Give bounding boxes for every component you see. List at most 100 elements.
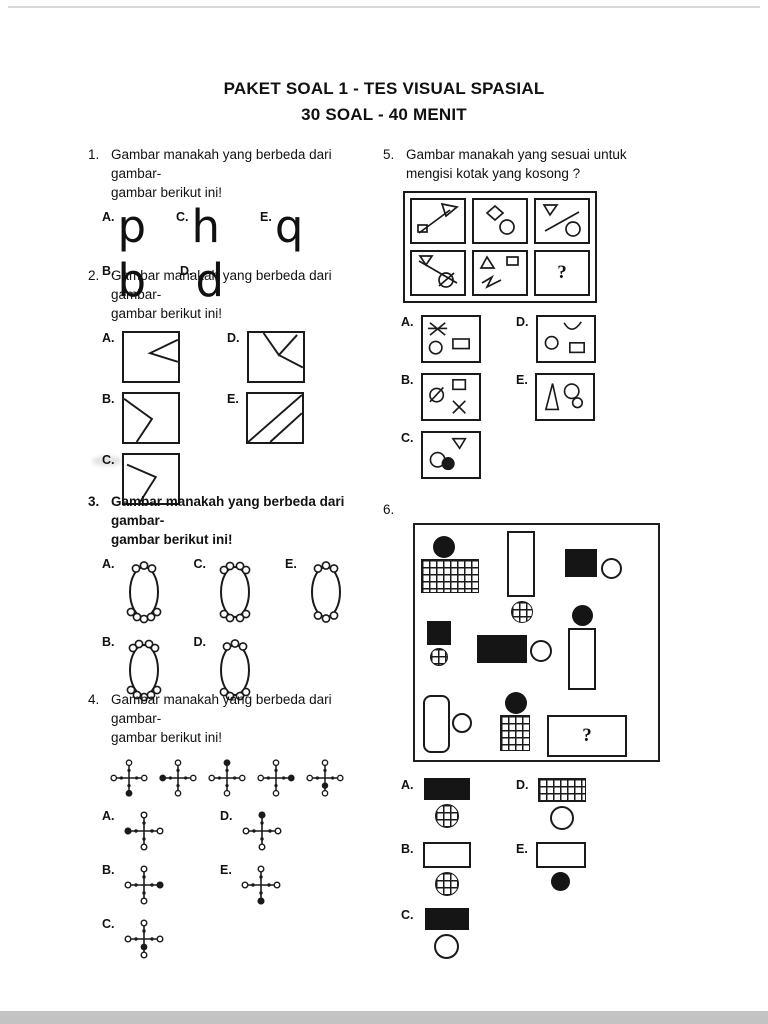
option-label: E. <box>260 210 272 224</box>
option-label: A. <box>102 331 115 345</box>
question-2-options: A. D. B. <box>88 331 380 505</box>
q2-option-c: C. <box>102 453 227 505</box>
option-label: B. <box>102 392 115 406</box>
question-4-series <box>88 757 380 799</box>
grid-circle <box>434 804 459 828</box>
cross-figure-3 <box>208 759 246 797</box>
scan-edge-bottom <box>0 1011 768 1024</box>
q4-option-d: D. <box>220 809 338 853</box>
cross-figure-5 <box>306 759 344 797</box>
matrix-figure-3 <box>542 204 581 237</box>
shape-figure-a <box>427 322 470 355</box>
q6-option-b: B. <box>401 842 516 896</box>
black-rectangle <box>477 635 527 663</box>
option-label: A. <box>401 315 414 329</box>
question-4-options: A. D. B. <box>88 809 380 961</box>
grid-circle <box>511 601 533 623</box>
tall-white-rectangle <box>507 531 535 597</box>
option-label: E. <box>220 863 232 877</box>
matrix-figure-4 <box>418 255 458 288</box>
shape-figure-box <box>534 373 595 421</box>
white-circle <box>530 640 552 662</box>
question-3: 3. Gambar manakah yang berbeda dari gamb… <box>88 492 380 705</box>
empty-answer-box: ? <box>547 715 627 757</box>
question-2-head: 2. Gambar manakah yang berbeda dari gamb… <box>88 266 380 323</box>
white-circle <box>434 934 459 959</box>
q1-option-d: D. d <box>180 254 225 307</box>
black-rectangle <box>423 778 470 800</box>
white-rectangle <box>535 842 586 868</box>
scan-smudge <box>92 456 122 466</box>
q5-option-d: D. <box>516 315 631 363</box>
line-figure-box <box>121 453 180 505</box>
option-label: C. <box>176 210 189 224</box>
line-figure-a <box>146 338 178 363</box>
question-6-scene: ? <box>413 523 660 762</box>
shape-figure-box <box>535 315 596 363</box>
question-6: 6. ? A. <box>383 500 683 959</box>
shape-figure-b <box>428 378 466 414</box>
option-label: E. <box>516 842 528 856</box>
option-label: D. <box>180 264 193 278</box>
black-circle <box>433 536 455 558</box>
question-6-head: 6. <box>383 500 683 519</box>
line-figure-box <box>246 331 305 383</box>
matrix-figure-2 <box>485 204 515 235</box>
cross-figure-4 <box>257 759 295 797</box>
q3-option-c: C. <box>194 557 258 627</box>
q2-option-e: E. <box>227 392 352 444</box>
q6-option-a: A. <box>401 778 516 830</box>
q3-option-b: B. <box>102 635 166 705</box>
cross-figure-option-d <box>242 811 282 851</box>
option-label: C. <box>102 917 115 931</box>
shape-figure-box <box>420 431 481 479</box>
question-4-head: 4. Gambar manakah yang berbeda dari gamb… <box>88 690 380 747</box>
question-text: Gambar manakah yang berbeda dari gambar-… <box>111 494 345 547</box>
option-label: D. <box>516 315 529 329</box>
title-line-1: PAKET SOAL 1 - TES VISUAL SPASIAL <box>223 79 545 98</box>
question-number: 4. <box>88 692 100 707</box>
q1-option-e: E. q <box>260 200 304 253</box>
question-text: Gambar manakah yang berbeda dari gambar-… <box>111 147 332 200</box>
black-circle <box>572 605 593 626</box>
question-3-row-1: A. C. <box>88 557 380 627</box>
cross-figure-option-e <box>241 865 281 905</box>
option-label: A. <box>401 778 414 792</box>
option-label: A. <box>102 210 115 224</box>
line-figure-box <box>121 392 180 444</box>
grid-rectangle <box>421 559 479 593</box>
shape-figure-d <box>544 321 585 354</box>
question-1-head: 1. Gambar manakah yang berbeda dari gamb… <box>88 145 380 202</box>
question-number: 3. <box>88 494 100 509</box>
option-label: B. <box>102 264 115 278</box>
q6-option-c: C. <box>401 908 516 959</box>
q3-option-e: E. <box>285 557 348 627</box>
question-3-head: 3. Gambar manakah yang berbeda dari gamb… <box>88 492 380 549</box>
option-label: C. <box>401 431 414 445</box>
question-mark: ? <box>557 262 567 283</box>
white-rounded-rectangle <box>423 695 450 753</box>
cross-figure-option-b <box>124 865 164 905</box>
option-label: A. <box>102 557 115 571</box>
q4-option-a: A. <box>102 809 220 853</box>
option-label: C. <box>401 908 414 922</box>
option-label: B. <box>102 635 115 649</box>
question-number: 5. <box>383 147 395 162</box>
grid-square <box>500 715 530 751</box>
letter-figure: q <box>274 200 304 253</box>
shape-stack-a <box>421 778 473 828</box>
white-rectangle <box>422 842 471 868</box>
matrix-cell-5 <box>472 250 528 296</box>
q5-option-b: B. <box>401 373 516 421</box>
shape-figure-c <box>429 437 467 471</box>
letter-figure: p <box>117 200 147 253</box>
shape-stack-e <box>535 842 587 891</box>
letter-figure: d <box>195 254 225 307</box>
white-circle <box>452 713 472 733</box>
title-line-2: 30 SOAL - 40 MENIT <box>301 105 467 124</box>
option-label: B. <box>401 842 414 856</box>
option-label: A. <box>102 809 115 823</box>
q3-option-d: D. <box>194 635 258 705</box>
black-circle <box>505 692 527 714</box>
q6-option-d: D. <box>516 778 631 830</box>
